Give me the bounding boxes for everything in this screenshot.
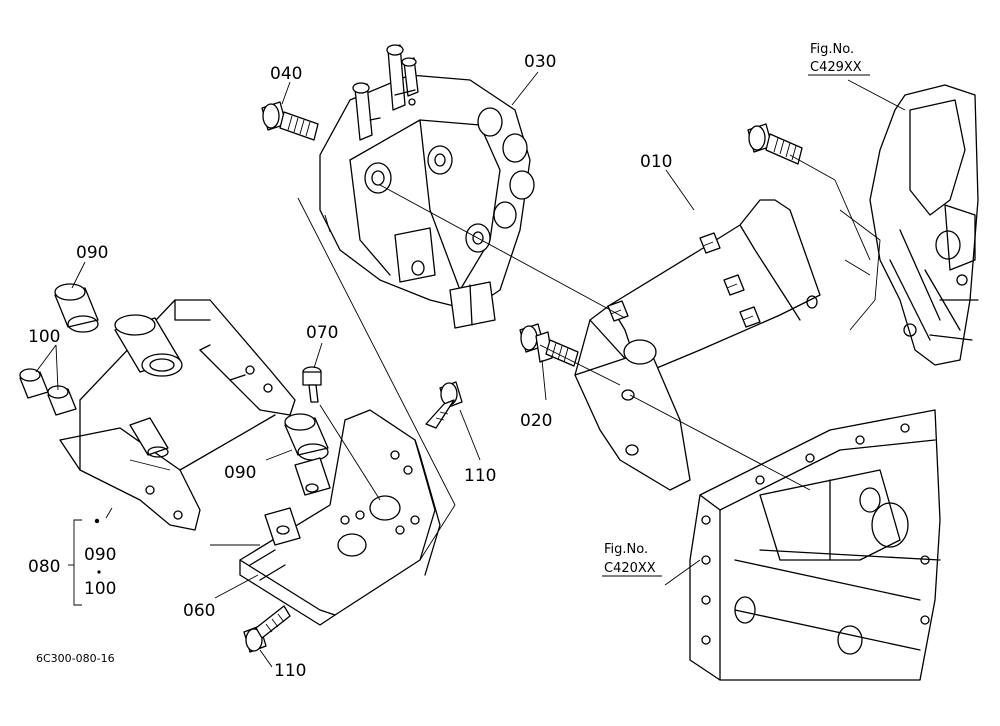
bolt-upper-right <box>747 123 803 165</box>
bracket-010 <box>574 199 821 491</box>
collar-090-mid <box>284 413 329 461</box>
bolt-040 <box>261 101 319 141</box>
label-100-group: 100 <box>84 579 116 599</box>
fig-ref-code-2: C420XX <box>604 561 656 576</box>
label-020: 020 <box>520 411 552 431</box>
fig-ref-code-1: C429XX <box>810 60 862 75</box>
collar-100-b <box>47 385 77 416</box>
plate-060 <box>239 409 441 626</box>
bolt-110-right <box>425 381 463 429</box>
label-110-bottom: 110 <box>274 661 306 681</box>
bolt-110-bottom <box>243 605 291 653</box>
transmission-case-lower <box>689 409 941 681</box>
gearbox-housing-upper <box>839 84 979 366</box>
label-080: 080 <box>28 557 60 577</box>
label-090-mid: 090 <box>224 463 256 483</box>
label-090-top: 090 <box>76 243 108 263</box>
collar-100-a <box>19 368 49 399</box>
label-110-right: 110 <box>464 466 496 486</box>
label-030: 030 <box>524 52 556 72</box>
fig-ref-label-2: Fig.No. <box>604 542 648 557</box>
label-040: 040 <box>270 64 302 84</box>
assembly-center-lines <box>129 154 871 561</box>
control-valve-030 <box>319 44 535 329</box>
label-070: 070 <box>306 323 338 343</box>
fig-ref-label-1: Fig.No. <box>810 42 854 57</box>
label-010: 010 <box>640 152 672 172</box>
label-060: 060 <box>183 601 215 621</box>
group-bracket-080 <box>68 518 101 606</box>
collar-090-top <box>54 283 99 333</box>
drawing-code: 6C300-080-16 <box>36 652 115 665</box>
leader-lines <box>35 71 906 668</box>
frame-080 <box>59 299 296 531</box>
pin-070 <box>302 366 322 403</box>
label-090-group: 090 <box>84 545 116 565</box>
label-100-left: 100 <box>28 327 60 347</box>
